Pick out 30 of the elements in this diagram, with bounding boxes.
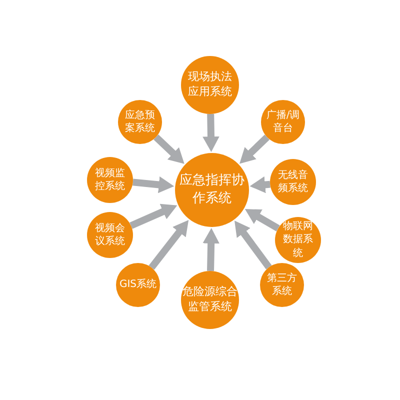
arrow (202, 228, 220, 272)
system-circle (270, 159, 316, 205)
system-name: 危险源综合监管系统 (182, 285, 238, 315)
system-circle (175, 153, 249, 227)
arrow (130, 204, 178, 229)
arrow (240, 134, 270, 164)
system-name: 现场执法应用系统 (187, 70, 233, 100)
arrow (148, 220, 189, 270)
system-circle (87, 157, 133, 203)
system-name: 视频监控系统 (94, 166, 126, 194)
system-name: GIS系统 (118, 278, 158, 292)
arrow (202, 114, 220, 152)
arrow (244, 209, 280, 232)
arrow (132, 176, 174, 194)
system-name: 第三方系统 (266, 272, 298, 298)
system-name: 无线音频系统 (277, 168, 309, 196)
system-circle (275, 217, 321, 263)
system-circle (260, 263, 304, 307)
system-name: 应急指挥协作系统 (178, 172, 246, 208)
system-name: 视频会议系统 (94, 222, 126, 248)
system-circle (118, 100, 162, 144)
system-name: 应急预案系统 (124, 108, 156, 136)
arrow (234, 220, 272, 270)
arrow (154, 134, 184, 164)
system-name: 广播/调音台 (266, 108, 300, 136)
system-circle (87, 212, 133, 258)
system-name: 物联网数据系统 (282, 220, 314, 260)
arrow (250, 176, 270, 194)
system-circle (116, 263, 160, 307)
system-circle (261, 100, 305, 144)
